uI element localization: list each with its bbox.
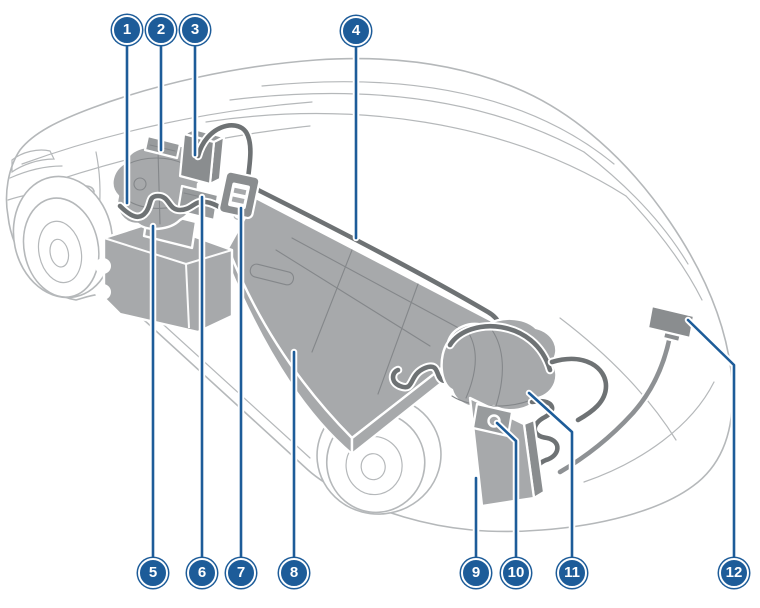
leader-11: [525, 389, 576, 563]
component-7-bracket-plate: [218, 170, 261, 220]
leader-10: [493, 419, 520, 563]
front-wiggle-tube: [117, 193, 241, 220]
heat-pump-line-3: [157, 149, 161, 225]
leader-12: [684, 316, 738, 563]
callout-badge-3[interactable]: 3: [180, 15, 210, 45]
rear-bumper-crease: [583, 381, 715, 483]
callout-badge-11[interactable]: 11: [557, 558, 587, 588]
roof-seam-1: [229, 92, 585, 153]
heat-pump-port: [133, 177, 147, 191]
support-block-facets: [103, 237, 233, 329]
callout-badge-8[interactable]: 8: [279, 558, 309, 588]
drive-unit-line-3: [451, 395, 537, 407]
callout-badge-1[interactable]: 1: [112, 15, 142, 45]
callout-badge-10[interactable]: 10: [501, 558, 531, 588]
bracket-bar-1: [233, 187, 247, 196]
rear-hose-arch: [447, 324, 553, 373]
rear-fender-crease: [559, 317, 677, 441]
drive-unit-line-2: [491, 329, 503, 407]
bracket-bar-2: [231, 196, 245, 204]
battery-seam-3: [377, 283, 419, 395]
rear-pillar-seam-1: [583, 151, 689, 265]
battery-seam-4: [275, 249, 431, 347]
roof-seam-2: [205, 113, 627, 197]
callout-leader-lines: [123, 40, 738, 563]
callout-badge-5[interactable]: 5: [138, 558, 168, 588]
drive-unit-line-1: [465, 331, 476, 399]
support-block-notch-1: [95, 258, 111, 274]
battery-seam-1: [291, 237, 467, 333]
support-block-notch-2: [95, 284, 111, 300]
callout-badge-12[interactable]: 12: [719, 558, 749, 588]
rear-pillar-seam-2: [625, 195, 703, 301]
component-11-rear-drive-unit: [388, 317, 611, 482]
rear-fitting-hose: [557, 333, 673, 475]
component-12-rear-fitting: [555, 304, 700, 477]
callout-badge-7[interactable]: 7: [226, 558, 256, 588]
rear-fitting-edge: [689, 315, 700, 339]
front-tubes: [115, 121, 255, 222]
bracket-window: [228, 182, 250, 210]
roof-seam-3: [261, 81, 615, 165]
front-wheel: [12, 175, 114, 299]
front-arch-tube: [195, 123, 253, 193]
bumper-crease-1: [9, 165, 63, 179]
callout-badge-6[interactable]: 6: [187, 558, 217, 588]
callout-badge-9[interactable]: 9: [461, 558, 491, 588]
battery-access-panel: [249, 263, 295, 286]
battery-seam-2: [311, 249, 353, 353]
rear-hub: [360, 453, 386, 481]
heat-pump-line-1: [127, 157, 185, 165]
front-tire: [22, 197, 100, 298]
rear-hose-left: [390, 364, 458, 390]
front-hub: [49, 238, 70, 268]
rear-hose-right: [549, 356, 609, 423]
callout-badge-2[interactable]: 2: [146, 15, 176, 45]
callout-badge-4[interactable]: 4: [341, 16, 371, 46]
front-rim: [37, 220, 83, 284]
headlight: [11, 149, 55, 174]
